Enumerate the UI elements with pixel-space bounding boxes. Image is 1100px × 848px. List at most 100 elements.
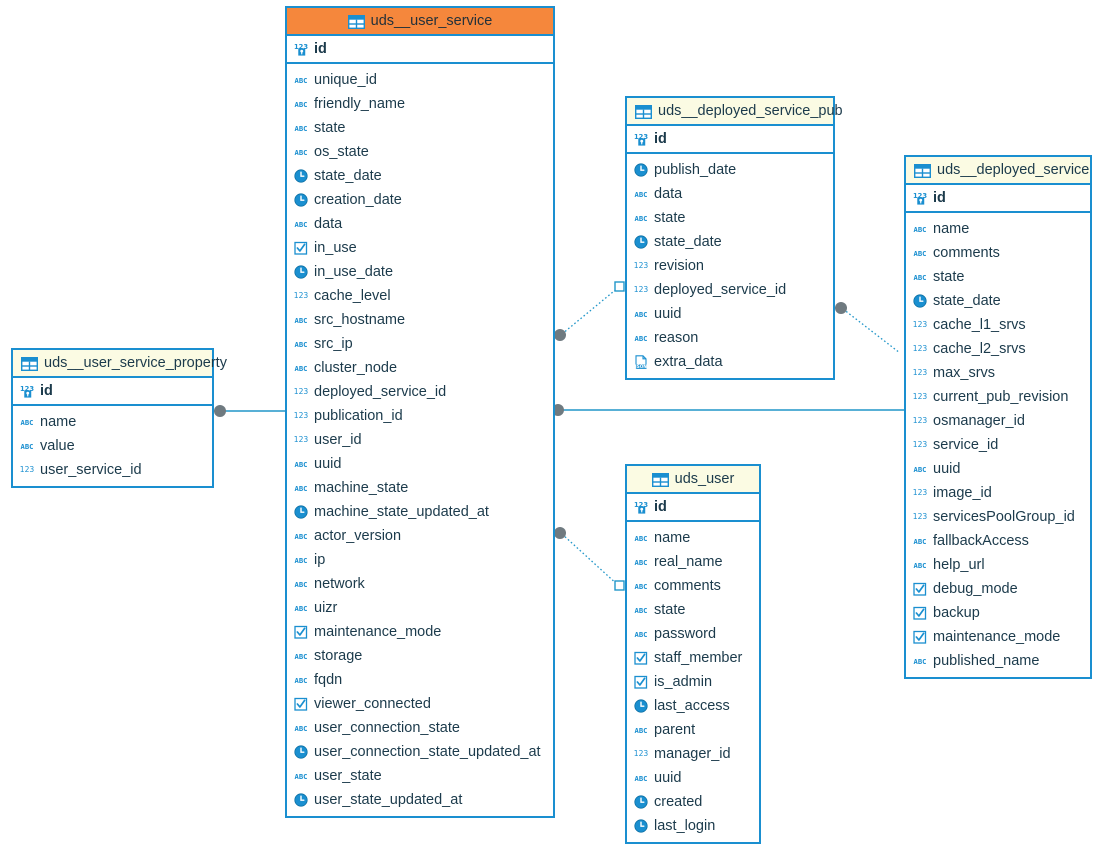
relationship-dspub-to-deployedservice[interactable] [835,302,901,354]
relationship-usp-to-userservice[interactable] [214,405,285,417]
column-row[interactable]: staff_member [627,646,759,670]
entity-header-user[interactable]: uds_user [627,466,759,494]
svg-text:ABC: ABC [635,214,648,223]
column-row[interactable]: maintenance_mode [287,620,553,644]
entity-header-deployed_service_pub[interactable]: uds__deployed_service_pub [627,98,843,126]
column-row[interactable]: is_admin [627,670,759,694]
column-row[interactable]: created [627,790,759,814]
column-row[interactable]: user_connection_state_updated_at [287,740,553,764]
column-row[interactable]: last_login [627,814,759,838]
column-row[interactable]: state_date [906,289,1090,313]
column-row[interactable]: user_state_updated_at [287,788,553,812]
column-row[interactable]: backup [906,601,1090,625]
abc-icon: ABC [293,672,309,688]
entity-header-deployed_service[interactable]: uds__deployed_service [906,157,1090,185]
primary-key-number-icon: 123 [633,499,649,515]
column-row[interactable]: machine_state_updated_at [287,500,553,524]
column-row[interactable]: publish_date [627,158,833,182]
column-row[interactable]: debug_mode [906,577,1090,601]
table-grid-icon [914,163,931,179]
relationship-userservice-to-user[interactable] [554,527,625,591]
column-row[interactable]: last_access [627,694,759,718]
column-row[interactable]: maintenance_mode [906,625,1090,649]
column-row[interactable]: viewer_connected [287,692,553,716]
clock-icon [293,792,309,808]
column-row[interactable]: state_date [627,230,833,254]
column-row[interactable]: in_use_date [287,260,553,284]
relationship-userservice-to-dspub[interactable] [554,281,625,341]
column-row[interactable]: state_date [287,164,553,188]
column-row[interactable]: creation_date [287,188,553,212]
entity-header-user_service[interactable]: uds__user_service [287,8,553,36]
relationship-userservice-to-deployedservice[interactable] [552,404,904,416]
entity-header-user_service_property[interactable]: uds__user_service_property [13,350,227,378]
column-row[interactable]: in_use [287,236,553,260]
